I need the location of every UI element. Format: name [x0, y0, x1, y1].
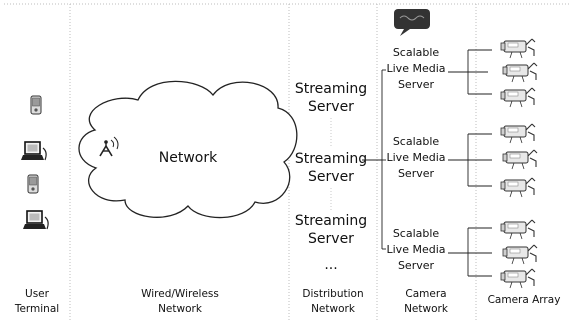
user-terminal-icons [20, 95, 49, 230]
streaming-server-label: Streaming [295, 151, 367, 167]
streaming-server-ellipsis: ... [324, 257, 337, 273]
antenna-icon [99, 136, 119, 157]
security-camera-icon [500, 268, 536, 289]
pda-icon [30, 95, 42, 115]
slms-label: Live Media [387, 151, 446, 164]
slms-label: Server [398, 167, 435, 180]
laptop-icon [20, 141, 47, 161]
speech-bubble-icon [394, 9, 430, 36]
column-label-camera-network: Network [404, 303, 449, 315]
streaming-server-label: Server [308, 231, 354, 247]
column-labels: User Terminal Wired/Wireless Network Dis… [14, 288, 561, 315]
security-camera-icon [502, 244, 538, 265]
streaming-server-label: Streaming [295, 213, 367, 229]
network-cloud-shape [78, 80, 298, 219]
slms-1: Scalable Live Media Server [387, 46, 446, 91]
streaming-server-1: Streaming Server [295, 81, 367, 115]
network-cloud-label: Network [159, 150, 218, 166]
streaming-server-3: Streaming Server [295, 213, 367, 247]
column-label-camera-array: Camera Array [488, 294, 561, 306]
security-camera-icon [500, 38, 536, 59]
laptop-icon [22, 210, 49, 230]
streaming-server-label: Server [308, 99, 354, 115]
streaming-server-label: Server [308, 169, 354, 185]
security-camera-icon [500, 123, 536, 144]
column-separators [4, 3, 571, 322]
connection-lines [362, 49, 492, 277]
streaming-server-label: Streaming [295, 81, 367, 97]
slms-label: Scalable [393, 46, 440, 59]
security-camera-icon [500, 219, 536, 240]
slms-label: Server [398, 259, 435, 272]
slms-label: Server [398, 78, 435, 91]
security-camera-icon [502, 149, 538, 170]
security-camera-icon [502, 62, 538, 83]
camera-array [500, 38, 538, 289]
slms-label: Live Media [387, 243, 446, 256]
slms-label: Scalable [393, 135, 440, 148]
column-label-distribution: Network [311, 303, 356, 315]
pda-icon [27, 174, 39, 194]
column-label-camera-network: Camera [405, 288, 446, 300]
slms-2: Scalable Live Media Server [387, 135, 446, 180]
slms-label: Live Media [387, 62, 446, 75]
streaming-server-2: Streaming Server [295, 151, 367, 185]
slms-label: Scalable [393, 227, 440, 240]
slms-3: Scalable Live Media Server [387, 227, 446, 272]
column-label-user-terminal: Terminal [14, 303, 59, 315]
column-label-wired-wireless: Wired/Wireless [141, 288, 219, 300]
column-label-wired-wireless: Network [158, 303, 203, 315]
security-camera-icon [500, 87, 536, 108]
security-camera-icon [500, 177, 536, 198]
column-label-distribution: Distribution [302, 288, 363, 300]
column-label-user-terminal: User [25, 288, 50, 300]
